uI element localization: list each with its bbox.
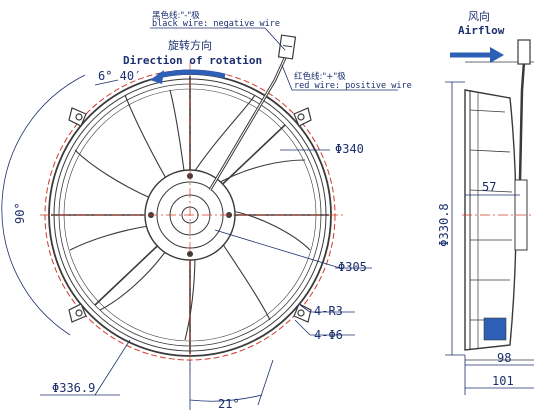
red-wire-cn: 红色线:"+"极 [294,71,346,82]
dim-depth-57: 57 [482,180,496,194]
wire-inner [209,57,286,191]
airflow-en: Airflow [458,24,505,37]
side-wire [518,61,526,181]
dim-angle-90: 90° [13,202,27,224]
dim-dia-336: Φ336.9 [52,381,95,395]
dim-dia-340: Φ340 [335,142,364,156]
dim-holes: 4-Φ6 [314,328,343,342]
front-view [1,34,345,370]
rotation-arrow [157,69,226,79]
rotation-cn: 旋转方向 [168,38,212,52]
dim-r3: 4-R3 [314,304,343,318]
centerlines [40,62,345,370]
dim-90-arc [1,74,86,336]
dim-angle-21: 21° [218,397,240,411]
black-wire-en: black wire: negative wire [152,19,280,29]
wire-leaders [150,27,398,91]
side-dims [445,81,534,395]
rotation-en: Direction of rotation [123,54,262,67]
black-wire-cn: 黑色线:"-"极 [152,10,200,21]
mount-tabs [68,107,312,323]
red-wire-en: red wire: positive wire [294,81,412,91]
dim-dia-330: Φ330.8 [437,203,451,246]
airflow-cn: 风向 [468,9,490,23]
dim-depth-98: 98 [497,351,511,365]
side-label-block [483,317,507,341]
side-connector [517,39,531,65]
dim-angle-small: 6° 40′ [98,69,141,83]
front-dims [40,79,372,410]
side-body [464,89,517,351]
airflow-arrow [450,47,504,63]
dim-depth-101: 101 [492,374,514,388]
fan-blades [69,89,311,341]
side-view [462,39,534,361]
connector [277,34,297,60]
dim-dia-305: Φ305 [338,260,367,274]
